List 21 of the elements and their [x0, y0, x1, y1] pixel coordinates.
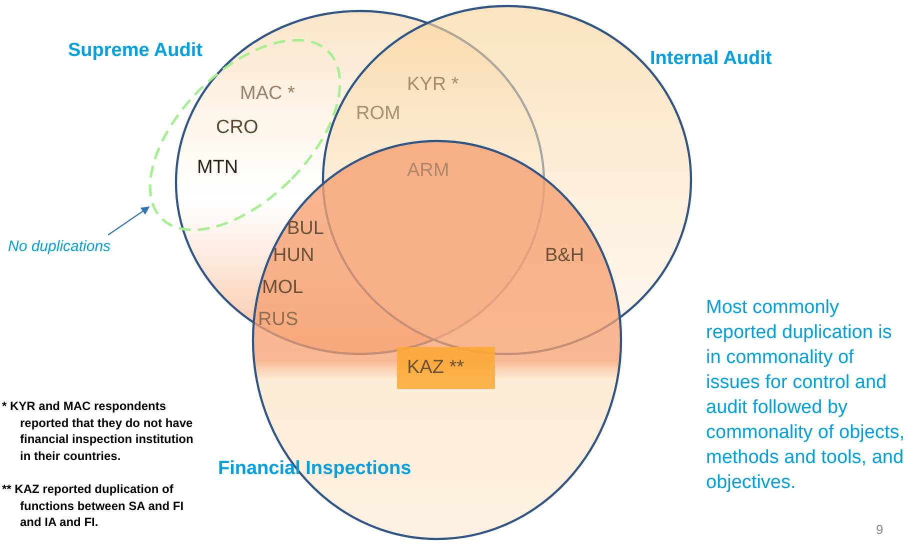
highlight-box: KAZ ** — [397, 347, 495, 389]
country-code: RUS — [258, 309, 298, 331]
country-code: MTN — [197, 157, 238, 179]
country-code: ROM — [356, 103, 400, 125]
footnote: * KYR and MAC respondents reported that they do not have financial inspection institution in their countries. — [2, 398, 194, 464]
circle-title: Financial Inspections — [218, 458, 412, 480]
annotation-text: No duplications — [8, 238, 111, 255]
country-code: MOL — [262, 277, 304, 299]
country-code: KYR * — [407, 74, 459, 96]
country-code: B&H — [545, 245, 584, 267]
page-number: 9 — [876, 522, 884, 537]
summary-text: Most commonly reported duplication is in commonality of issues for control and audit followed by commonality of objects, methods and tools, and objectives. — [706, 296, 906, 495]
country-code: BUL — [287, 218, 324, 240]
circle-title: Supreme Audit — [68, 40, 202, 62]
country-code: MAC * — [240, 83, 295, 105]
leader-arrow — [108, 206, 150, 236]
footnote: ** KAZ reported duplication of functions between SA and FI and IA and FI. — [2, 481, 185, 530]
country-code: ARM — [407, 160, 450, 182]
country-code: CRO — [216, 117, 258, 139]
country-code: HUN — [273, 245, 314, 267]
circle-title: Internal Audit — [650, 48, 772, 70]
